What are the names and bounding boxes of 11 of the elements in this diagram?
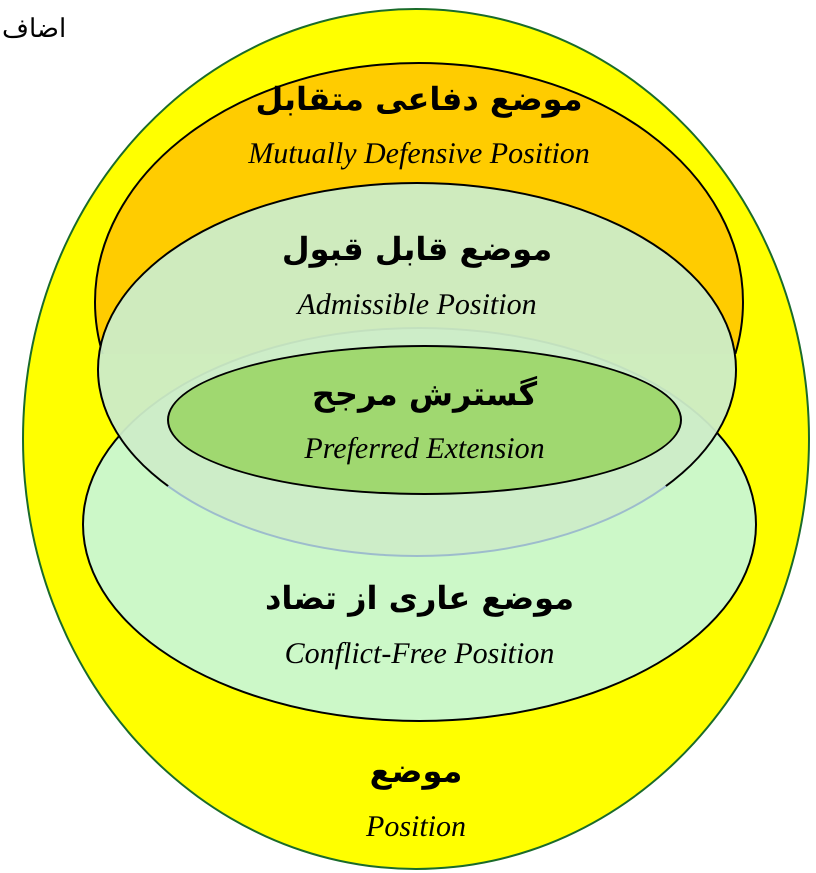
persian-label: موضع دفاعی متقابل <box>255 82 583 118</box>
english-label: Admissible Position <box>297 288 537 321</box>
english-label: Position <box>366 810 466 843</box>
persian-label: موضع <box>370 754 462 790</box>
english-label: Mutually Defensive Position <box>248 137 590 170</box>
english-label: Conflict-Free Position <box>284 637 554 670</box>
persian-label: موضع قابل قبول <box>282 232 552 268</box>
english-label: Preferred Extension <box>304 432 545 465</box>
persian-label: گسترش مرجح <box>312 377 538 412</box>
persian-label: موضع عاری از تضاد <box>264 581 574 616</box>
heading-text: اضاف <box>2 14 66 44</box>
